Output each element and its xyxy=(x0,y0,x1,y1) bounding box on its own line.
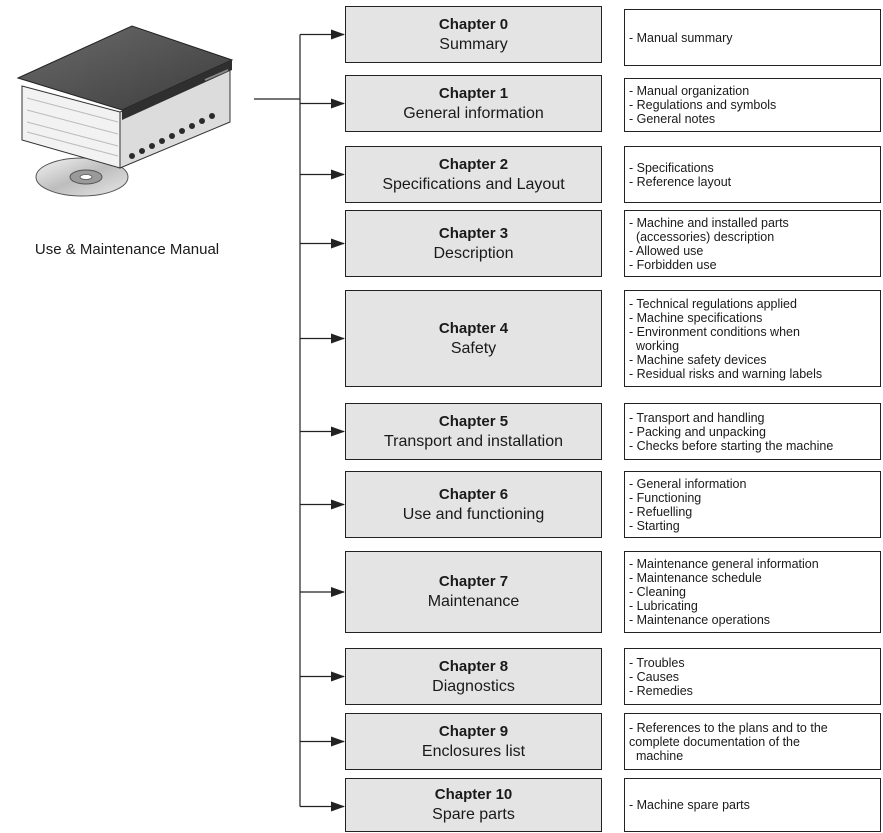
contents-item: - Lubricating xyxy=(629,599,698,613)
chapter-number: Chapter 2 xyxy=(438,155,509,173)
contents-item: - Maintenance general information xyxy=(629,557,819,571)
contents-item: - Technical regulations applied xyxy=(629,296,797,311)
chapter-number: Chapter 5 xyxy=(438,412,509,430)
chapter-name: Diagnostics xyxy=(432,677,515,695)
chapter-name: Spare parts xyxy=(432,806,515,823)
contents-item: - Packing and unpacking xyxy=(629,424,766,439)
contents-item: - Specifications xyxy=(629,160,714,175)
chapter-contents-box: - Transport and handling- Packing and un… xyxy=(624,403,881,460)
contents-item: - Regulations and symbols xyxy=(629,98,777,112)
contents-item: - Manual organization xyxy=(629,84,750,98)
chapter-box: Chapter 9 Enclosures list xyxy=(345,713,602,770)
contents-item: complete documentation of the xyxy=(629,734,800,749)
contents-item: - Machine spare parts xyxy=(629,798,750,812)
chapter-number: Chapter 9 xyxy=(438,722,509,740)
contents-item: - General information xyxy=(629,476,747,491)
chapter-number: Chapter 7 xyxy=(438,573,509,590)
contents-item: - Refuelling xyxy=(629,504,693,519)
contents-item: machine xyxy=(629,748,684,763)
contents-item: - Transport and handling xyxy=(629,410,765,425)
chapter-number: Chapter 0 xyxy=(438,15,509,33)
contents-item: - Checks before starting the machine xyxy=(629,438,834,453)
chapter-name: Safety xyxy=(450,339,497,357)
contents-item: - Forbidden use xyxy=(629,257,717,272)
manual-book-with-cd-icon xyxy=(16,25,234,197)
chapter-box: Chapter 6 Use and functioning xyxy=(345,471,602,538)
contents-item: - General notes xyxy=(629,112,716,126)
chapter-number: Chapter 10 xyxy=(434,786,513,803)
chapter-name: Summary xyxy=(439,35,508,53)
contents-item: - Maintenance schedule xyxy=(629,571,762,585)
chapter-box: Chapter 10 Spare parts xyxy=(345,778,602,832)
chapter-box: Chapter 8 Diagnostics xyxy=(345,648,602,705)
chapter-box: Chapter 0 Summary xyxy=(345,6,602,63)
contents-item: - Cleaning xyxy=(629,585,686,599)
contents-item: - Starting xyxy=(629,518,680,533)
chapter-number: Chapter 4 xyxy=(438,319,509,337)
manual-title: Use & Maintenance Manual xyxy=(34,241,220,258)
chapter-number: Chapter 1 xyxy=(438,84,509,102)
chapter-name: Description xyxy=(433,244,514,262)
contents-item: - References to the plans and to the xyxy=(629,720,828,735)
contents-item: - Maintenance operations xyxy=(629,613,771,627)
chapter-contents-box: - Machine and installed parts (accessori… xyxy=(624,210,881,277)
chapter-name: General information xyxy=(403,104,544,122)
chapter-name: Transport and installation xyxy=(383,432,564,450)
contents-item: (accessories) description xyxy=(629,229,775,244)
contents-item: - Causes xyxy=(629,669,680,684)
chapter-number: Chapter 3 xyxy=(438,224,509,242)
contents-item: - Remedies xyxy=(629,683,693,698)
chapter-name: Maintenance xyxy=(427,593,520,610)
chapter-box: Chapter 2 Specifications and Layout xyxy=(345,146,602,203)
chapter-box: Chapter 1 General information xyxy=(345,75,602,132)
chapter-contents-box: - Technical regulations applied- Machine… xyxy=(624,290,881,387)
chapter-name: Specifications and Layout xyxy=(382,175,565,193)
chapter-contents-box: - Manual summary xyxy=(624,9,881,66)
contents-item: - Reference layout xyxy=(629,174,732,189)
contents-item: - Machine and installed parts xyxy=(629,215,789,230)
chapter-number: Chapter 6 xyxy=(438,485,509,503)
contents-item: - Troubles xyxy=(629,655,685,670)
chapter-box: Chapter 7 Maintenance xyxy=(345,551,602,633)
chapter-contents-box: - General information- Functioning- Refu… xyxy=(624,471,881,538)
chapter-box: Chapter 5 Transport and installation xyxy=(345,403,602,460)
chapter-name: Use and functioning xyxy=(402,505,545,523)
chapter-contents-box: - Specifications- Reference layout xyxy=(624,146,881,203)
chapter-name: Enclosures list xyxy=(421,742,526,760)
chapter-contents-box: - Manual organization- Regulations and s… xyxy=(624,78,881,132)
chapter-contents-box: - Machine spare parts xyxy=(624,778,881,832)
chapter-box: Chapter 4 Safety xyxy=(345,290,602,387)
chapter-contents-box: - Troubles- Causes- Remedies xyxy=(624,648,881,705)
contents-item: working xyxy=(629,338,680,353)
contents-item: - Machine safety devices xyxy=(629,352,767,367)
contents-item: - Manual summary xyxy=(629,30,733,45)
contents-item: - Functioning xyxy=(629,490,702,505)
chapter-contents-box: - Maintenance general information- Maint… xyxy=(624,551,881,633)
chapter-box: Chapter 3 Description xyxy=(345,210,602,277)
branch-arrows xyxy=(300,29,345,812)
chapter-number: Chapter 8 xyxy=(438,657,509,675)
contents-item: - Allowed use xyxy=(629,243,704,258)
contents-item: - Environment conditions when xyxy=(629,324,800,339)
contents-item: - Residual risks and warning labels xyxy=(629,366,823,381)
contents-item: - Machine specifications xyxy=(629,310,763,325)
